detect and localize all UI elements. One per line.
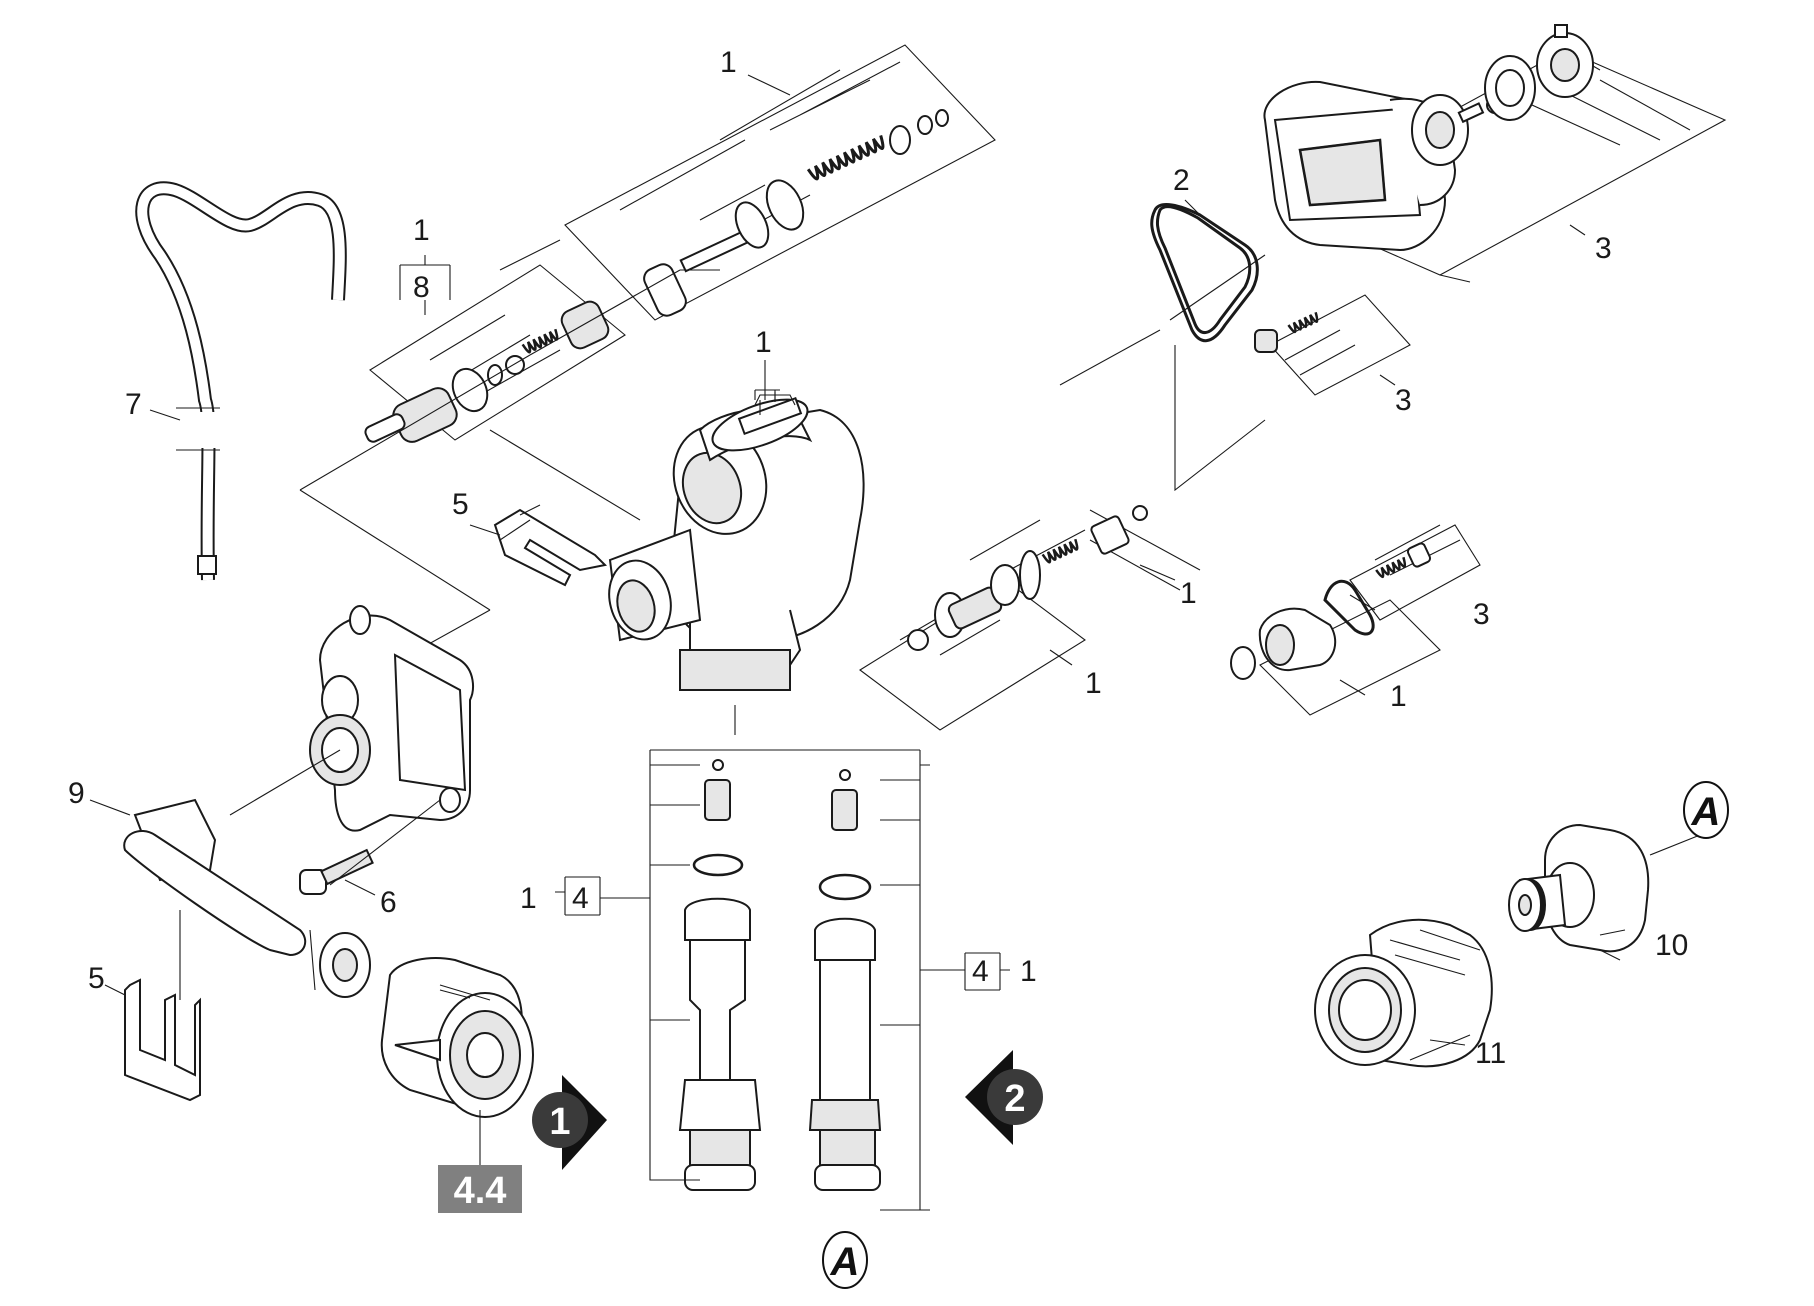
leader-lines xyxy=(89,74,1626,1046)
label-7: 7 xyxy=(125,388,142,421)
hose-adapter-part-11 xyxy=(1314,918,1493,1068)
right-valve-assembly xyxy=(859,505,1201,731)
top-valve-assembly xyxy=(564,44,996,321)
pump-head-body xyxy=(299,269,865,691)
screw-part-6 xyxy=(299,799,441,895)
marker-a-bottom-text: A xyxy=(830,1240,860,1284)
bracket-lines xyxy=(630,705,965,1211)
label-1-right-of-4: 1 xyxy=(1020,955,1037,988)
label-5-top: 5 xyxy=(452,488,469,521)
label-1-over-8: 1 xyxy=(413,214,430,247)
label-1-top: 1 xyxy=(720,46,737,79)
label-1-left-of-4: 1 xyxy=(520,882,537,915)
clip-part-5-bottom xyxy=(124,978,201,1102)
suction-tube-right xyxy=(808,769,882,1191)
quick-coupling-4-4 xyxy=(380,957,534,1165)
callout-labels: 1 1 8 2 3 3 1 7 5 1 3 1 1 9 6 5 1 4 4 1 … xyxy=(68,46,1688,1070)
label-1-right-b: 1 xyxy=(1085,667,1102,700)
arrow-marker-2: 2 xyxy=(965,1050,1043,1145)
label-10: 10 xyxy=(1655,929,1688,962)
label-3-mid: 3 xyxy=(1395,384,1412,417)
hose-part-7 xyxy=(135,181,347,581)
flange-housing xyxy=(229,605,474,832)
label-9: 9 xyxy=(68,777,85,810)
suction-tube-left xyxy=(678,759,762,1191)
marker-a-top: A xyxy=(1683,781,1729,839)
triangle-seal-part-2 xyxy=(1059,203,1266,492)
label-1-right-a: 1 xyxy=(1180,577,1197,610)
arrow-1-text: 1 xyxy=(549,1101,570,1143)
label-1-right-c: 1 xyxy=(1390,680,1407,713)
badge-4-4: 4.4 xyxy=(438,1165,522,1213)
bypass-pipe-part-9 xyxy=(123,798,371,1000)
label-8: 8 xyxy=(413,271,430,304)
marker-a-bottom: A xyxy=(822,1231,868,1289)
label-4-left: 4 xyxy=(572,882,589,915)
spring-part-3-mid xyxy=(1254,294,1411,396)
label-6: 6 xyxy=(380,886,397,919)
label-4-right: 4 xyxy=(972,955,989,988)
valve-assembly-1-8 xyxy=(364,239,626,443)
label-2: 2 xyxy=(1173,164,1190,197)
label-3-low: 3 xyxy=(1473,598,1490,631)
badge-text: 4.4 xyxy=(454,1170,507,1212)
pump-housing-part-3 xyxy=(1263,24,1727,283)
label-11: 11 xyxy=(1475,1037,1506,1070)
label-3-top: 3 xyxy=(1595,232,1612,265)
marker-a-top-text: A xyxy=(1691,790,1721,834)
label-5-bottom: 5 xyxy=(88,962,105,995)
arrow-2-text: 2 xyxy=(1004,1078,1025,1120)
clip-part-5-top xyxy=(493,504,608,587)
hose-adapter-part-10 xyxy=(1508,823,1701,961)
label-1-center: 1 xyxy=(755,326,772,359)
arrow-marker-1: 1 xyxy=(532,1075,607,1170)
valve-assembly-right-low xyxy=(1230,524,1481,716)
